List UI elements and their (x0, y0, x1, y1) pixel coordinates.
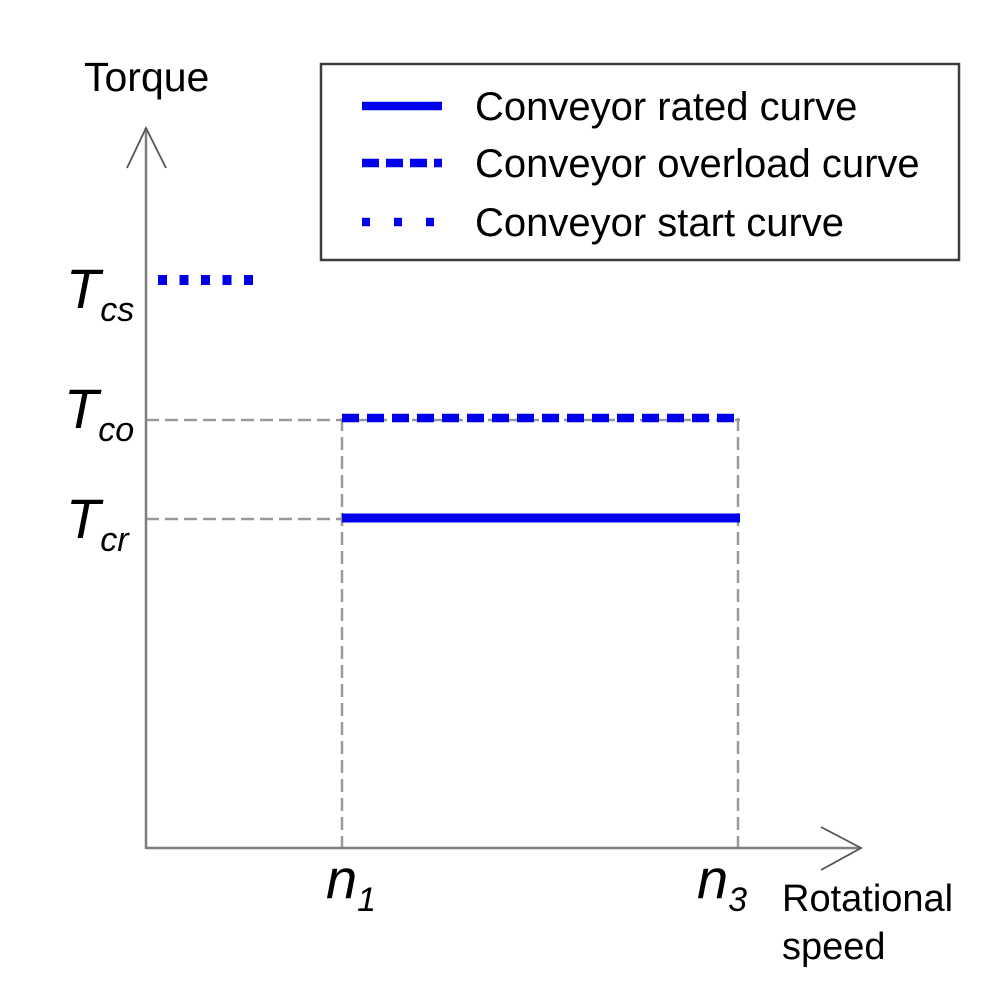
x-axis-title-line1: Rotational (782, 878, 953, 920)
x-tick-n3: n3 (697, 847, 747, 919)
y-tick-tcr-base: T (66, 487, 104, 550)
x-axis-title-line2: speed (782, 926, 886, 968)
legend-label-start: Conveyor start curve (475, 201, 844, 245)
legend-box (319, 62, 961, 262)
y-tick-tcr: Tcr (66, 487, 130, 559)
legend-label-rated: Conveyor rated curve (475, 85, 857, 129)
legend: Conveyor rated curve Conveyor overload c… (319, 62, 961, 262)
x-tick-n1-base: n (326, 847, 357, 910)
y-tick-tcs-sub: cs (100, 291, 134, 329)
x-tick-n1: n1 (326, 847, 376, 919)
x-tick-n3-sub: 3 (728, 881, 747, 919)
x-tick-n1-sub: 1 (357, 881, 376, 919)
x-axis-arrow-icon (820, 826, 863, 871)
y-tick-tcr-sub: cr (100, 521, 130, 559)
x-tick-n3-base: n (697, 847, 728, 910)
y-tick-tcs-base: T (66, 257, 104, 320)
y-tick-tco-sub: co (98, 411, 134, 449)
y-tick-tco-base: T (64, 377, 102, 440)
y-tick-tco: Tco (64, 377, 134, 449)
y-axis-arrow-icon (126, 125, 167, 169)
legend-label-overload: Conveyor overload curve (475, 142, 920, 186)
y-tick-tcs: Tcs (66, 257, 134, 329)
y-axis-title: Torque (84, 54, 209, 100)
